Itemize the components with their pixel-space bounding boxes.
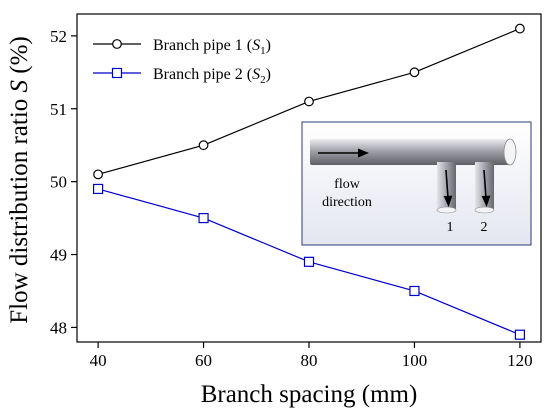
series-2-point [303,256,315,267]
inset-branch-1-end [436,206,457,214]
legend-marker-series-2 [111,67,123,79]
legend-symbol-series-2: S [252,66,260,83]
y-axis-label-unit: (%) [6,36,33,73]
legend: Branch pipe 1 (S1) Branch pipe 2 (S2) [93,37,271,86]
y-tick-label: 52 [50,27,67,46]
legend-marker-series-1 [112,39,122,49]
legend-name-series-1: Branch pipe 1 [153,37,243,54]
series-1-point [304,96,314,107]
series-layer [92,23,526,340]
series-1-point [515,23,525,34]
x-tick-label: 120 [507,351,533,370]
inset-main-pipe [310,139,510,165]
y-axis-label-symbol: S [6,79,33,92]
series-1-point [198,140,209,151]
inset-branch-2-label: 2 [481,220,488,235]
series-2-point [92,183,104,195]
series-2-point [198,212,209,224]
inset-main-pipe-end [503,138,517,166]
series-2-point [409,285,420,297]
x-tick-label: 100 [402,351,428,370]
inset-flow-label: flow [334,177,361,192]
inset-flow-arrowhead [358,148,369,158]
inset-branch-2-arrow [483,169,487,199]
y-tick-label: 50 [50,173,67,192]
y-axis-label: Flow distribution ratio S (%) [6,36,33,323]
inset-branch-2-end [474,206,495,214]
inset-schematic: flow direction 1 2 [301,121,532,246]
legend-name-series-2: Branch pipe 2 [153,66,243,83]
legend-symbol-series-1: S [252,37,260,54]
series-2-point [514,329,526,340]
y-axis-label-text: Flow distribution ratio [6,99,33,324]
y-tick-label: 49 [50,246,67,265]
x-tick-label: 80 [301,351,318,370]
series-1-point [93,169,103,180]
y-tick-label: 51 [50,100,67,119]
inset-direction-label: direction [322,195,372,210]
legend-subscript-series-1: 1 [260,45,266,57]
legend-label-series-2: Branch pipe 2 (S2) [153,66,271,86]
axis-ticks: 40 60 80 100 120 48 49 50 51 52 [50,27,533,370]
inset-branch-1-arrow [445,169,449,199]
legend-subscript-series-2: 2 [260,74,266,86]
legend-label-series-1: Branch pipe 1 (S1) [153,37,271,57]
x-tick-label: 60 [195,351,212,370]
series-1-point [409,67,420,78]
y-tick-label: 48 [50,318,67,337]
x-tick-label: 40 [90,351,107,370]
inset-branch-1-label: 1 [447,220,454,235]
inset-branch-2-arrowhead [481,195,491,207]
x-axis-label: Branch spacing (mm) [201,381,418,408]
inset-branch-1-arrowhead [443,195,453,207]
